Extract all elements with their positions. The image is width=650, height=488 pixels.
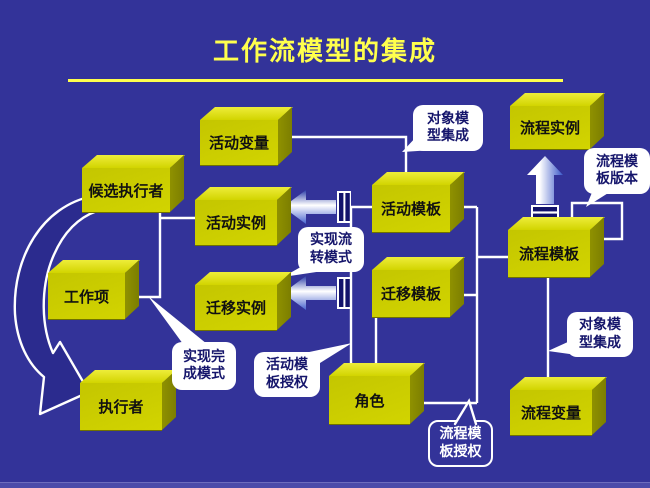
box-label: 迁移模板 (380, 285, 441, 303)
box-front-face (200, 120, 278, 166)
callout-line: 活动模 (266, 357, 308, 373)
curved-arrow-candidate-to-performer (13, 194, 99, 416)
box-label: 流程变量 (520, 404, 581, 422)
box-label: 活动变量 (208, 134, 269, 152)
tail-process-template-version (586, 190, 613, 207)
callout-realize-transfer-mode: 实现流 转模式 (298, 227, 364, 272)
box-front-face (510, 390, 592, 436)
callout-line: 实现流 (310, 232, 352, 248)
arrow-activity-template-to-instance (283, 190, 351, 224)
box-front-face (372, 270, 450, 318)
callout-line: 成模式 (183, 366, 225, 382)
callout-process-template-version: 流程模 板版本 (584, 148, 650, 194)
wire-activity-variable-to-activity-template (280, 135, 408, 182)
callout-line: 型集成 (427, 128, 469, 144)
callout-line: 转模式 (310, 249, 352, 266)
callout-line: 对象模 (427, 110, 469, 127)
callout-line: 流程模 (596, 153, 638, 170)
box-front-face (80, 383, 162, 431)
callout-object-model-integration-top: 对象模 型集成 (413, 105, 483, 151)
box-front-face (510, 106, 590, 150)
box-label: 候选执行者 (88, 181, 164, 200)
callout-line: 流程模 (439, 426, 482, 442)
box-front-face (195, 285, 277, 331)
title-underline (68, 79, 563, 82)
callout-object-model-integration-bottom: 对象模 型集成 (567, 312, 633, 357)
box-front-face (195, 200, 277, 246)
box-label: 工作项 (63, 287, 109, 306)
box-label: 执行者 (98, 398, 144, 416)
box-label: 流程模板 (518, 245, 579, 263)
tail-realize-completion-mode (148, 296, 207, 344)
slide-title: 工作流模型的集成 (212, 37, 437, 67)
callout-line: 对象模 (579, 317, 621, 333)
box-label: 流程实例 (519, 119, 580, 137)
callout-activity-template-authorization: 活动模 板授权 (254, 352, 320, 397)
box-label: 角色 (354, 391, 385, 410)
box-front-face (329, 376, 410, 425)
arrow-process-template-to-instance (527, 156, 563, 220)
slide-bottom-strip (0, 482, 650, 488)
box-label: 活动模板 (380, 200, 441, 218)
arrow-transition-template-to-instance (283, 276, 351, 310)
box-front-face (48, 273, 125, 320)
callout-realize-completion-mode: 实现完 成模式 (172, 342, 236, 390)
callout-line: 实现完 (183, 348, 225, 365)
callout-line: 型集成 (579, 334, 621, 351)
box-label: 活动实例 (205, 214, 266, 232)
callout-line: 板授权 (439, 443, 482, 460)
box-top-face (82, 155, 185, 168)
callout-line: 板版本 (596, 171, 638, 187)
box-front-face (82, 168, 170, 213)
box-label: 迁移实例 (205, 299, 266, 317)
box-front-face (372, 185, 450, 233)
wire-process-template-self-loop (570, 201, 624, 241)
box-front-face (508, 230, 590, 278)
callout-process-template-authorization: 流程模 板授权 (428, 420, 493, 467)
callout-line: 板授权 (266, 374, 308, 391)
